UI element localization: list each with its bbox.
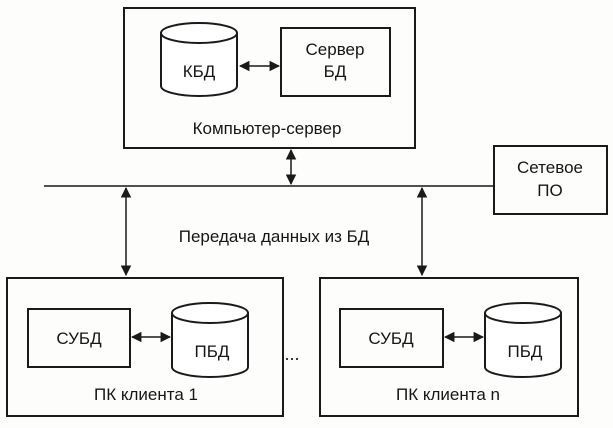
client-n-dbms-label: СУБД: [368, 329, 414, 348]
server-db-label-line1: Сервер: [306, 40, 365, 59]
client-pc-n: СУБД ПБД ПК клиента n: [319, 277, 579, 417]
client-1-caption: ПК клиента 1: [94, 385, 198, 404]
server-db-label-line2: БД: [324, 62, 347, 81]
network-software-line1: Сетевое: [517, 158, 583, 177]
central-db-label: КБД: [183, 62, 216, 81]
client-pc-1: СУБД ПБД ПК клиента 1: [6, 277, 284, 417]
server-caption: Компьютер-сервер: [193, 119, 342, 138]
server-computer-frame: [123, 7, 416, 149]
local-db-cylinder-n: ПБД: [484, 302, 562, 378]
client-1-dbms-label: СУБД: [56, 329, 102, 348]
central-db-cylinder: КБД: [160, 22, 238, 97]
clients-ellipsis: ...: [284, 344, 299, 364]
server-computer: КБД Сервер БД Компьютер-сервер: [123, 7, 416, 149]
local-db-cylinder-1: ПБД: [171, 302, 249, 378]
network-software: Сетевое ПО: [493, 145, 608, 215]
data-transfer-label: Передача данных из БД: [179, 227, 370, 246]
network-software-box: [493, 145, 608, 215]
client-1-frame: [6, 277, 284, 417]
client-n-dbms-box: [339, 308, 444, 368]
network-software-line2: ПО: [537, 181, 562, 200]
client-n-db-label: ПБД: [508, 342, 543, 361]
client-n-caption: ПК клиента n: [396, 385, 500, 404]
client-1-dbms-box: [27, 308, 131, 368]
client-n-frame: [319, 277, 579, 417]
server-db-box: [280, 27, 391, 97]
client-1-db-label: ПБД: [195, 342, 230, 361]
